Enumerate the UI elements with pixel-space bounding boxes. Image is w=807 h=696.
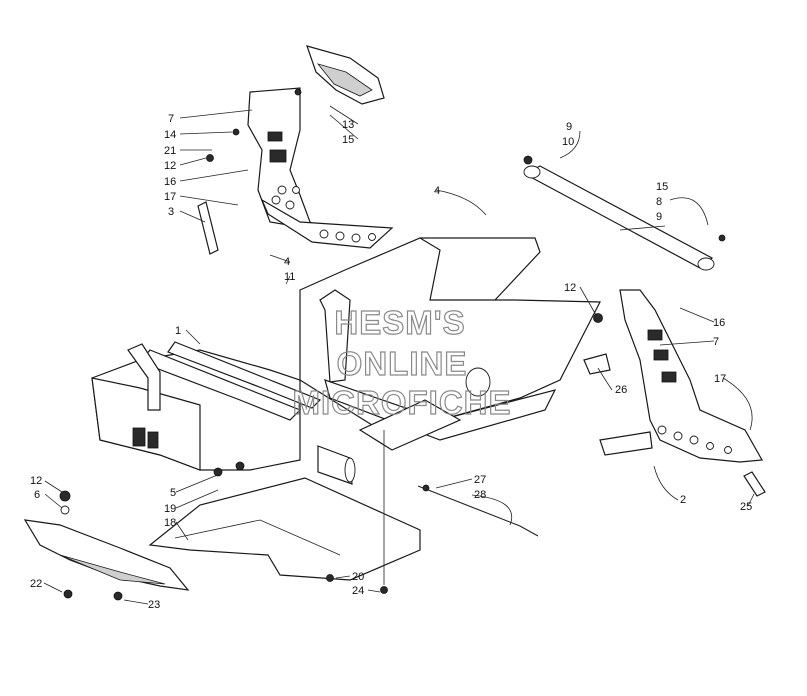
callout-15-upper: 15	[342, 134, 354, 146]
callout-24: 25	[740, 501, 752, 513]
callout-9-upper: 9	[566, 121, 572, 133]
callout-22: 23	[148, 599, 160, 611]
watermark: HESM'S ONLINE MICROFICHE	[292, 303, 512, 421]
bottom-plate	[148, 477, 421, 581]
part-24-strap	[743, 471, 766, 497]
callout-17-right: 17	[714, 373, 726, 385]
callout-7-left: 7	[168, 113, 174, 125]
rod-part-3	[197, 201, 219, 255]
callout-28: 24	[352, 585, 364, 597]
callout-labels: 7 14 21 12 16 17 3 13 15 4 4 11 1 9 10 1…	[30, 113, 752, 611]
upper-trim-piece	[306, 45, 385, 105]
callout-1: 1	[175, 325, 181, 337]
cross-shaft	[523, 155, 715, 271]
callout-3: 3	[168, 206, 174, 218]
callout-27: 28	[474, 489, 486, 501]
callout-15-right: 15	[656, 181, 668, 193]
callout-26: 27	[474, 474, 486, 486]
callout-23: 21	[164, 145, 176, 157]
callout-5: 5	[170, 487, 176, 499]
callout-6: 6	[34, 489, 40, 501]
fasteners	[59, 88, 726, 601]
callout-14: 14	[164, 129, 176, 141]
callout-10: 10	[562, 136, 574, 148]
watermark-line-2: ONLINE	[337, 345, 468, 382]
callout-13: 13	[342, 119, 354, 131]
callout-4-lower: 4	[284, 256, 290, 268]
part-2-plate	[599, 431, 653, 456]
callout-9-right: 9	[656, 211, 662, 223]
callout-7-right: 7	[713, 336, 719, 348]
part-25-bracket	[583, 353, 611, 375]
callout-12-upper: 12	[164, 160, 176, 172]
left-footrest-bracket	[247, 87, 394, 249]
front-skid	[23, 519, 190, 591]
callout-16-left: 16	[164, 176, 176, 188]
watermark-line-3: MICROFICHE	[293, 384, 512, 421]
callout-17-left: 17	[164, 191, 176, 203]
callout-25: 26	[615, 384, 627, 396]
cable-26-27	[417, 484, 539, 537]
main-frame	[91, 237, 601, 485]
callout-21: 22	[30, 578, 42, 590]
callout-16-right: 16	[713, 317, 725, 329]
callout-20: 20	[352, 571, 364, 583]
callout-12-right: 12	[564, 282, 576, 294]
leader-lines	[43, 105, 755, 605]
watermark-line-1: HESM'S	[334, 304, 465, 341]
callout-12-lower: 12	[30, 475, 42, 487]
right-footrest-bracket	[619, 289, 763, 463]
callout-8: 8	[656, 196, 662, 208]
callout-19: 19	[164, 503, 176, 515]
callout-11: 11	[284, 271, 295, 283]
callout-4-upper: 4	[434, 185, 440, 197]
callout-18: 18	[164, 517, 176, 529]
callout-2: 2	[680, 494, 686, 506]
